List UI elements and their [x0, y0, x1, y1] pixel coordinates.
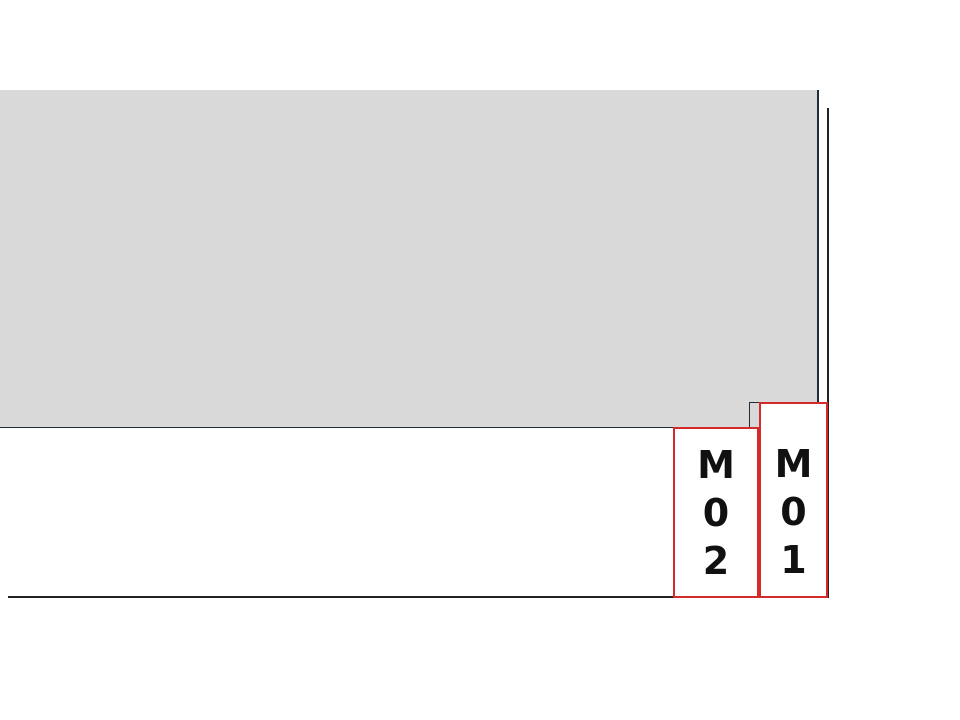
bottom-wall-line: [8, 596, 674, 598]
room-label-char: 0: [702, 490, 730, 535]
shaded-area-notch: [749, 402, 761, 428]
room-label-char: 1: [780, 538, 807, 582]
room-label-char: M: [697, 442, 735, 487]
room-label-char: 0: [780, 490, 807, 534]
right-wall-line: [827, 108, 829, 598]
room-label-char: 2: [702, 538, 730, 583]
room-label-char: M: [774, 442, 813, 486]
room-m01: M 0 1: [759, 402, 828, 598]
shaded-area: [0, 90, 819, 428]
room-m02: M 0 2: [673, 427, 759, 598]
